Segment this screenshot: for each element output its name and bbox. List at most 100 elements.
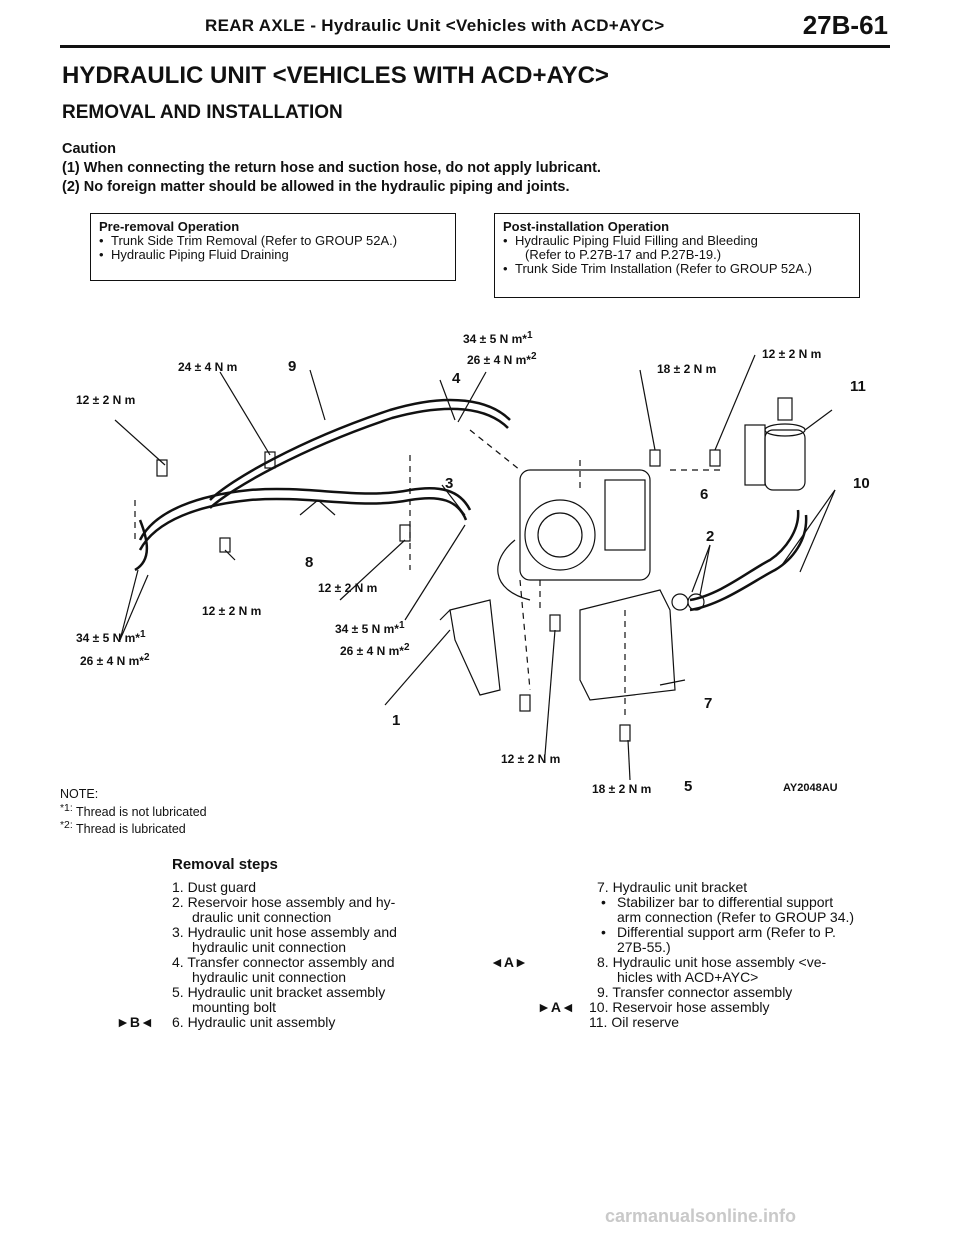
section-heading: HYDRAULIC UNIT <VEHICLES WITH ACD+AYC> — [62, 62, 609, 89]
torque-value: 18 ± 2 N m — [657, 362, 717, 376]
step-text: 8. Hydraulic unit hose assembly <ve- — [597, 954, 827, 970]
note-title: NOTE: — [60, 787, 99, 801]
step-text: 10. Reservoir hose assembly — [589, 999, 770, 1015]
pre-removal-title: Pre-removal Operation — [99, 219, 240, 234]
post-installation-item: Hydraulic Piping Fluid Filling and Bleed… — [503, 234, 851, 249]
torque-value: 12 ± 2 N m — [202, 604, 262, 618]
torque-value: 12 ± 2 N m — [76, 393, 136, 407]
step-cont: mounting bolt — [192, 999, 277, 1015]
callout-number: 4 — [452, 370, 461, 387]
post-installation-title: Post-installation Operation — [503, 219, 670, 234]
torque-value: 34 ± 5 N m* — [335, 622, 399, 636]
torque-label: 12 ± 2 N m — [762, 347, 821, 361]
note-line-2: *2: Thread is lubricated — [60, 819, 207, 837]
footer-watermark: carmanualsonline.info — [605, 1206, 797, 1226]
removal-steps-right: 7. Hydraulic unit bracket Stabilizer bar… — [490, 879, 887, 1030]
step: 4. Transfer connector assembly and — [172, 954, 395, 970]
torque-value: 12 ± 2 N m — [501, 752, 561, 766]
torque-label: 12 ± 2 N m — [202, 604, 261, 618]
step: 1. Dust guard — [172, 879, 257, 895]
callout-number: 8 — [305, 554, 314, 571]
pre-removal-box: Pre-removal Operation Trunk Side Trim Re… — [90, 213, 456, 281]
callout-number: 10 — [853, 475, 870, 492]
step: 7. Hydraulic unit bracket — [597, 879, 748, 895]
post-installation-item: Trunk Side Trim Installation (Refer to G… — [503, 262, 851, 277]
callout-number: 7 — [704, 695, 713, 712]
torque-value: 26 ± 4 N m* — [340, 644, 404, 658]
torque-label: 18 ± 2 N m — [657, 362, 716, 376]
sub-step: Differential support arm (Refer to P. — [597, 925, 887, 941]
torque-label: 26 ± 4 N m*2 — [80, 652, 150, 668]
pre-removal-item: Hydraulic Piping Fluid Draining — [99, 248, 447, 263]
step: ►A◄ 10. Reservoir hose assembly — [537, 999, 887, 1015]
torque-label: 26 ± 4 N m*2 — [467, 351, 537, 367]
torque-label: 24 ± 4 N m — [178, 360, 237, 374]
step-cont: hicles with ACD+AYC> — [617, 969, 759, 985]
callout-number: 9 — [288, 358, 297, 375]
step: 5. Hydraulic unit bracket assembly — [172, 984, 386, 1000]
service-mark: ►B◄ — [116, 1014, 154, 1030]
callout-number: 5 — [684, 778, 693, 795]
torque-value: 34 ± 5 N m* — [463, 332, 527, 346]
footnote-mark: 1 — [526, 330, 533, 341]
step: 3. Hydraulic unit hose assembly and — [172, 924, 397, 940]
note-line-1: *1: Thread is not lubricated — [60, 802, 207, 820]
note-mark: *2: — [60, 820, 73, 832]
subsection-heading: REMOVAL AND INSTALLATION — [62, 102, 343, 123]
callout-number: 3 — [445, 475, 454, 492]
figure-id: AY2048AU — [783, 782, 838, 794]
footnote-mark: 1 — [139, 629, 146, 640]
note-mark: *1: — [60, 802, 73, 814]
torque-value: 34 ± 5 N m* — [76, 631, 140, 645]
caution-block: Caution (1) When connecting the return h… — [62, 140, 601, 197]
service-mark: ◄A► — [490, 954, 528, 970]
torque-label: 18 ± 2 N m — [592, 782, 651, 796]
step-cont: draulic unit connection — [192, 909, 332, 925]
post-installation-item-cont: (Refer to P.27B-17 and P.27B-19.) — [525, 247, 722, 262]
step: ►B◄ 6. Hydraulic unit assembly — [116, 1014, 442, 1030]
torque-value: 18 ± 2 N m — [592, 782, 652, 796]
torque-label: 12 ± 2 N m — [76, 393, 135, 407]
torque-value: 26 ± 4 N m* — [467, 353, 531, 367]
caution-item-1: (1) When connecting the return hose and … — [62, 160, 601, 176]
torque-value: 24 ± 4 N m — [178, 360, 238, 374]
note-text: Thread is not lubricated — [75, 804, 207, 819]
torque-value: 12 ± 2 N m — [318, 581, 378, 595]
pre-removal-item: Trunk Side Trim Removal (Refer to GROUP … — [99, 234, 447, 249]
removal-steps-title: Removal steps — [172, 856, 278, 873]
footnote-mark: 2 — [143, 652, 150, 663]
footnote-mark: 2 — [530, 351, 537, 362]
torque-label: 34 ± 5 N m*1 — [76, 629, 146, 645]
callout-number: 6 — [700, 486, 709, 503]
callout-number: 1 — [392, 712, 401, 729]
torque-label: 34 ± 5 N m*1 — [335, 620, 405, 636]
sub-step-cont: 27B-55.) — [617, 939, 671, 955]
step: 11. Oil reserve — [589, 1014, 679, 1030]
step: 2. Reservoir hose assembly and hy- — [172, 894, 396, 910]
page-header: REAR AXLE - Hydraulic Unit <Vehicles wit… — [0, 0, 960, 48]
post-installation-box: Post-installation Operation Hydraulic Pi… — [494, 213, 860, 298]
torque-label: 26 ± 4 N m*2 — [340, 642, 410, 658]
note-text: Thread is lubricated — [75, 822, 186, 837]
step: 9. Transfer connector assembly — [597, 984, 793, 1000]
step-cont: hydraulic unit connection — [192, 939, 347, 955]
header-rule — [60, 45, 890, 48]
footnote-mark: 1 — [398, 620, 405, 631]
footnote-mark: 2 — [403, 642, 410, 653]
service-mark: ►A◄ — [537, 999, 575, 1015]
torque-value: 26 ± 4 N m* — [80, 654, 144, 668]
removal-steps-left: 1. Dust guard 2. Reservoir hose assembly… — [116, 879, 442, 1030]
step-text: 6. Hydraulic unit assembly — [172, 1014, 336, 1030]
header-title: REAR AXLE - Hydraulic Unit <Vehicles wit… — [205, 16, 665, 35]
torque-label: 12 ± 2 N m — [318, 581, 377, 595]
torque-label: 34 ± 5 N m*1 — [463, 330, 533, 346]
sub-step-cont: arm connection (Refer to GROUP 34.) — [617, 909, 855, 925]
sub-step: Stabilizer bar to differential support — [597, 895, 887, 911]
step-cont: hydraulic unit connection — [192, 969, 347, 985]
note-block: NOTE: *1: Thread is not lubricated *2: T… — [60, 787, 207, 837]
caution-item-2: (2) No foreign matter should be allowed … — [62, 179, 570, 195]
callout-number: 11 — [850, 378, 866, 395]
torque-label: 12 ± 2 N m — [501, 752, 560, 766]
caution-title: Caution — [62, 141, 116, 157]
callout-number: 2 — [706, 528, 715, 545]
